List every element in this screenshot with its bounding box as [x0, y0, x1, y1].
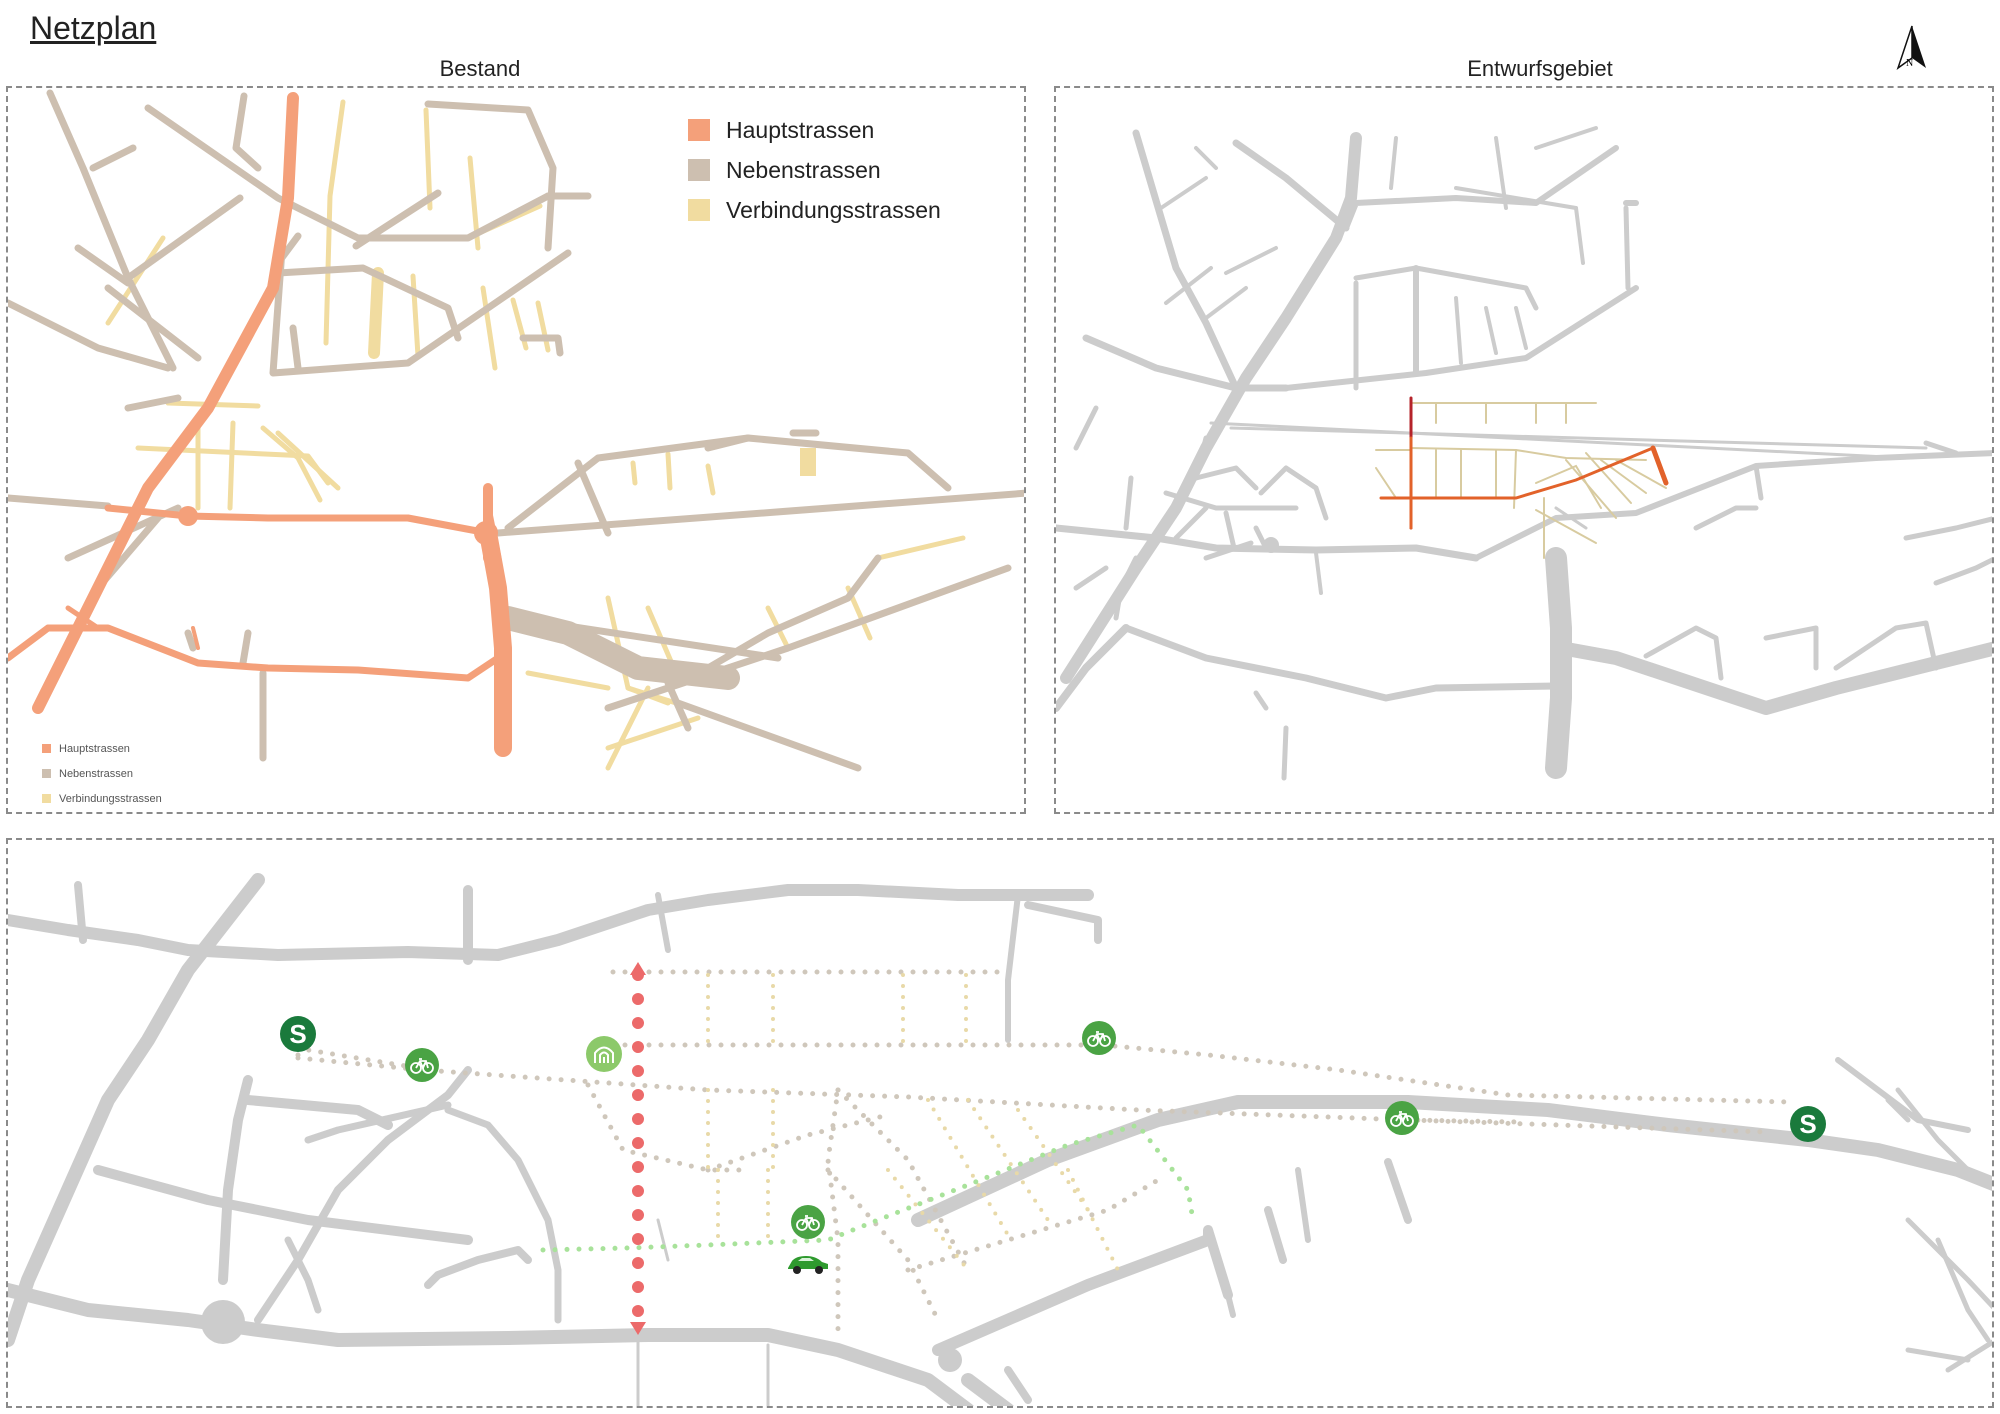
- legend-label: Nebenstrassen: [726, 156, 881, 183]
- legend-item-connector: Verbindungsstrassen: [688, 190, 941, 230]
- s-bahn-label: S: [1799, 1109, 1817, 1139]
- north-letter: N: [1906, 58, 1913, 69]
- legend-swatch: [688, 119, 710, 141]
- map-legend: Hauptstrassen Nebenstrassen Verbindungss…: [688, 110, 941, 230]
- tunnel-icon: [586, 1036, 622, 1072]
- legend-item-secondary: Nebenstrassen: [688, 150, 941, 190]
- legend-label: Verbindungsstrassen: [59, 792, 162, 805]
- map-panel-detail: S S: [6, 838, 1994, 1408]
- bicycle-icon: [405, 1048, 439, 1082]
- red-main-axis: [630, 962, 646, 1335]
- legend-swatch: [42, 744, 51, 753]
- legend-item-connector: Verbindungsstrassen: [42, 786, 162, 811]
- car-icon: [784, 1252, 832, 1276]
- panel-title-bestand: Bestand: [439, 56, 521, 81]
- page-title: Netzplan: [30, 10, 157, 46]
- legend-swatch: [688, 199, 710, 221]
- legend-label: Hauptstrassen: [59, 742, 130, 755]
- legend-label: Nebenstrassen: [59, 767, 133, 780]
- legend-item-main: Hauptstrassen: [688, 110, 941, 150]
- roundabout: [938, 1348, 962, 1372]
- map-panel-bestand: Hauptstrassen Nebenstrassen Verbindungss…: [6, 86, 1026, 814]
- main-roads: [8, 92, 512, 757]
- roundabout: [201, 1300, 245, 1344]
- map-legend-small: Hauptstrassen Nebenstrassen Verbindungss…: [42, 736, 162, 811]
- gray-road-network: [1056, 126, 1992, 781]
- legend-label: Verbindungsstrassen: [726, 196, 941, 223]
- roundabout: [1263, 537, 1279, 553]
- bicycle-icon: [791, 1205, 825, 1239]
- legend-swatch: [42, 794, 51, 803]
- s-bahn-icon: S: [1790, 1106, 1826, 1142]
- bicycle-icon: [1385, 1101, 1419, 1135]
- legend-item-secondary: Nebenstrassen: [42, 761, 162, 786]
- map-panel-entwurfsgebiet: [1054, 86, 1994, 814]
- legend-label: Hauptstrassen: [726, 116, 875, 143]
- s-bahn-label: S: [289, 1019, 307, 1049]
- bicycle-icon: [1082, 1021, 1116, 1055]
- gray-road-network: [8, 873, 1992, 1406]
- dotted-connector-network: [706, 973, 1120, 1272]
- legend-swatch: [688, 159, 710, 181]
- design-area-network: [1375, 396, 1669, 559]
- panel-title-entwurfsgebiet: Entwurfsgebiet: [1467, 56, 1613, 81]
- legend-item-main: Hauptstrassen: [42, 736, 162, 761]
- legend-swatch: [42, 769, 51, 778]
- s-bahn-icon: S: [280, 1016, 316, 1052]
- north-arrow-icon: N: [1888, 24, 1934, 74]
